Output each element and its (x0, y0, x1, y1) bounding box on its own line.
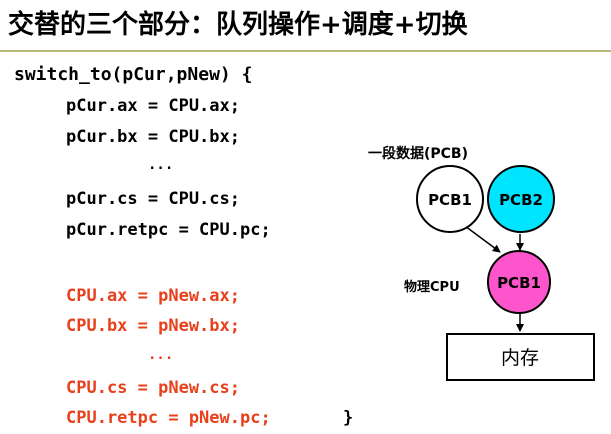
code-line-restore-ellipsis: ... (148, 347, 174, 363)
code-header: switch_to(pCur,pNew) { (14, 64, 253, 85)
code-line-restore-bx: CPU.bx = pNew.bx; (66, 316, 240, 336)
pcb1-to-cpu-arrow (464, 225, 501, 253)
pcb-group-label: 一段数据(PCB) (368, 146, 469, 162)
memory-box (446, 333, 595, 381)
cpu-pcb1-label: PCB1 (497, 274, 541, 292)
code-closing-brace: } (343, 408, 354, 428)
code-line-restore-retpc: CPU.retpc = pNew.pc; (66, 408, 271, 428)
page-title: 交替的三个部分：队列操作+调度+切换 (8, 10, 468, 40)
pcb1-circle (416, 165, 484, 233)
code-line-save-retpc: pCur.retpc = CPU.pc; (66, 220, 271, 240)
pcb2-label: PCB2 (499, 191, 543, 209)
memory-label: 内存 (501, 347, 539, 369)
cpu-pcb1-circle (487, 250, 551, 314)
code-line-restore-ax: CPU.ax = pNew.ax; (66, 286, 240, 306)
code-line-save-bx: pCur.bx = CPU.bx; (66, 127, 240, 147)
pcb2-circle (487, 165, 555, 233)
code-line-save-ellipsis: ... (148, 157, 174, 173)
code-line-save-cs: pCur.cs = CPU.cs; (66, 189, 240, 209)
pcb1-label: PCB1 (428, 191, 472, 209)
cpu-label: 物理CPU (404, 280, 460, 295)
title-divider (0, 50, 611, 52)
code-line-save-ax: pCur.ax = CPU.ax; (66, 96, 240, 116)
code-line-restore-cs: CPU.cs = pNew.cs; (66, 378, 240, 398)
